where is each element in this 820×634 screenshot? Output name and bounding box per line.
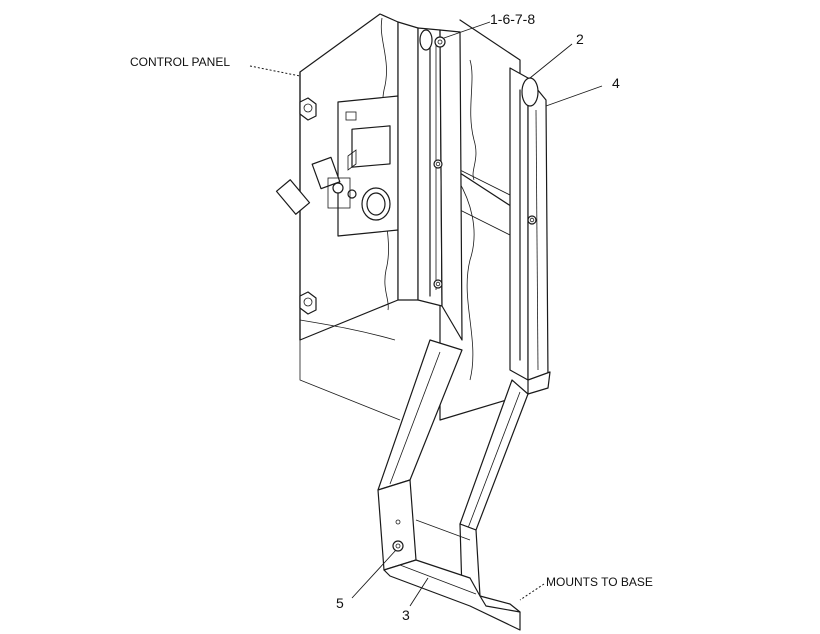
bolt-right-middle <box>527 215 537 225</box>
part-1-label: 1-6-7-8 <box>490 11 535 27</box>
leader-part-3 <box>409 577 429 607</box>
part-3-label: 3 <box>402 607 410 623</box>
control-panel-label: CONTROL PANEL <box>130 55 230 69</box>
bolt-5 <box>392 540 404 552</box>
part-5-label: 5 <box>336 595 344 611</box>
leader-mounts-to-base <box>519 583 545 601</box>
right-vertical-bracket <box>509 67 551 395</box>
leader-control-panel <box>249 65 301 77</box>
bolt-1-bottom <box>433 279 443 289</box>
angled-support-leg <box>377 339 529 631</box>
bolt-1-middle <box>433 159 443 169</box>
left-vertical-bracket <box>397 21 463 341</box>
leader-part-2 <box>529 43 573 79</box>
mounts-to-base-label: MOUNTS TO BASE <box>546 575 653 589</box>
bolt-leg-hole <box>395 519 401 525</box>
panel-fastener-top <box>299 97 317 121</box>
leader-part-4 <box>545 85 603 107</box>
control-panel-face <box>275 95 399 237</box>
panel-fastener-bottom <box>299 291 317 315</box>
leader-part-1 <box>443 21 491 39</box>
part-2-label: 2 <box>576 31 584 47</box>
bolt-1-top <box>434 36 446 48</box>
leader-part-5 <box>351 549 397 599</box>
part-4-label: 4 <box>612 75 620 91</box>
